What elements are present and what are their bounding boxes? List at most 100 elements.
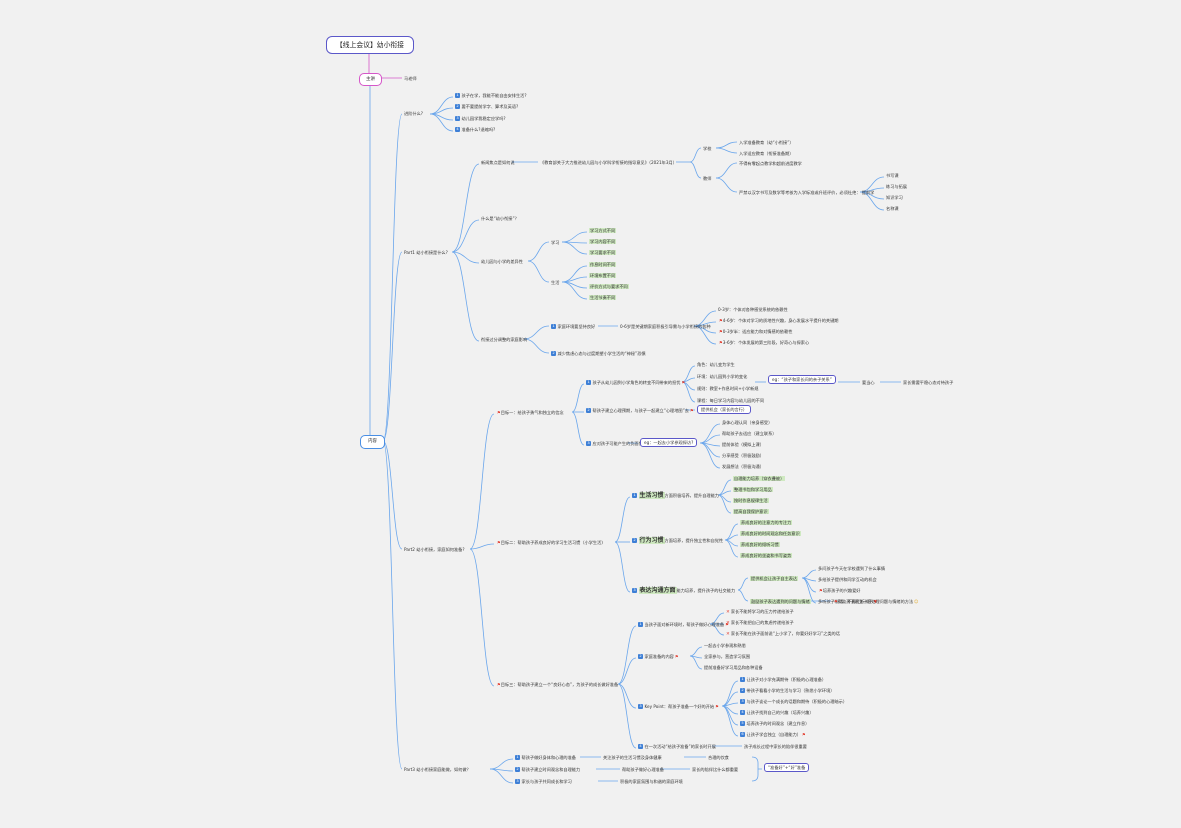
goal1-b-box[interactable]: 提供机会（家长的言行） [697, 405, 752, 414]
goal3-b-item: 提前准备好学习用品和各种设备 [704, 665, 763, 670]
part2-root[interactable]: Part2 幼小衔接，家庭如何准备? [404, 547, 465, 552]
goal1-a-box[interactable]: eg：“孩子和家长间的亲子关系” [768, 375, 836, 384]
goal1-c-box[interactable]: eg：一起去小学参观探访? [640, 438, 698, 447]
part3-mid: 关注孩子的生活习惯及身体健康 [603, 755, 662, 760]
content-node[interactable]: 内容 [360, 435, 385, 449]
connector [617, 657, 637, 685]
connector [451, 251, 480, 264]
connector [382, 440, 403, 770]
connector [717, 494, 732, 514]
goal3-b-item: 全家参与，营造学习氛围 [704, 654, 751, 659]
key-root[interactable]: 衔接过分调整的家庭影响 [481, 337, 528, 342]
part3-end: 合理的饮食 [708, 755, 729, 760]
connector [859, 191, 885, 211]
school-item: 入学准备教育（幼“小衔接”） [739, 140, 794, 145]
part1-root[interactable]: Part1 幼小衔接是什么? [404, 250, 448, 255]
life-item: 评价方式与要求不同 [589, 284, 629, 289]
key-detail-item: ⚑4-6岁：个体对学习的质地性兴趣，身心发展水平提升的关键期 [719, 318, 839, 323]
connector [801, 577, 817, 604]
habit-1-item: 整理书包和学习用品 [733, 487, 773, 492]
study-item: 学习方式不同 [589, 228, 617, 233]
study-item: 学习内容不同 [589, 239, 617, 244]
goal2-node[interactable]: ⚑目标二：帮助孩子养成良好的学习生活习惯（小学生活) [497, 540, 603, 545]
goal1-a-item: 环境：幼儿园到小学的变化 [697, 374, 748, 379]
connector [689, 655, 703, 670]
part3-summary-box[interactable]: “准备好”+“好”准备 [764, 763, 810, 772]
connector [451, 163, 480, 253]
habit-2-item: 养成良好的倾听习惯 [740, 542, 780, 547]
goal1-c-item: 身体心理认同（亲身感受） [722, 420, 773, 425]
connector [715, 177, 738, 193]
questions-root[interactable]: 进阶什么? [404, 111, 423, 116]
goal1-a-item: 规则：教室+作息时间+小学新规 [697, 386, 759, 391]
connector [382, 440, 403, 550]
goal3-b-item: 一起去小学参观和熟悉 [704, 643, 746, 648]
life-item: 环境布置不同 [589, 273, 617, 278]
connector [709, 623, 725, 636]
connector [699, 442, 721, 469]
connector [523, 325, 550, 340]
key-detail-item: ⚑0-3岁半：适应能力和对情感的依赖性 [719, 329, 793, 334]
connector [689, 161, 702, 179]
connector [382, 251, 403, 442]
news-root[interactable]: 新闻焦点是如何说 [481, 160, 515, 165]
teacher-sub: 名称课 [886, 206, 899, 211]
school-node[interactable]: 学校 [703, 146, 712, 151]
difference-node[interactable]: 幼儿园与小学的差异性 [481, 259, 523, 264]
habit-2-item: 养成良好的注意力的专注力 [740, 520, 793, 525]
connector [527, 260, 550, 283]
connector [429, 113, 454, 132]
host-node[interactable]: 主讲 [359, 73, 382, 86]
connector [681, 381, 696, 403]
habit-3-sub2-end: ⚑帮助孩子建立一套处理问题与情绪的方法☺ [834, 599, 919, 604]
teacher-sub: 练习与拓展 [886, 184, 907, 189]
school-item: 入学适应教育（衔接准备期） [739, 151, 794, 156]
life-item: 生活节奏不同 [589, 295, 617, 300]
habit-1-item: 自理能力培养（穿衣叠被） [733, 476, 786, 481]
connector [561, 241, 588, 255]
goal1-c-item: 分享感受（积极鼓励） [722, 453, 764, 458]
habit-1-item: 提高自我保护意识 [733, 509, 769, 514]
connector [469, 413, 495, 550]
goal1-node[interactable]: ⚑目标一：给孩子勇气和独立的信念 [497, 410, 564, 415]
study-node[interactable]: 学习 [551, 240, 560, 245]
goal3-a-item: ✕家长不能把自己的焦虑传递给孩子 [726, 620, 794, 626]
habit-3-sub1-item: 多听孩子说话，不要打断孩子♥ [818, 599, 878, 604]
habit-2-item: 养成良好的坐姿和书写姿势 [740, 553, 793, 558]
life-node[interactable]: 生活 [551, 280, 560, 285]
connector [715, 147, 738, 154]
teacher-node[interactable]: 教师 [703, 176, 712, 181]
habit-3-sub2[interactable]: 鼓励孩子表达遇到的问题与情绪 [750, 599, 811, 604]
part3-mid: 帮助孩子做好心理准备 [622, 767, 664, 772]
teacher-item: 严禁以汉字书写及数学等考核为入学标准或升班评价，必须杜绝： 提前学 [739, 190, 875, 195]
connector [451, 219, 480, 253]
connector [721, 680, 739, 707]
what-is-node[interactable]: 什么是“幼小衔接”？ [481, 216, 519, 221]
part3-root[interactable]: Part3 幼小衔接家庭能做，如何做？ [404, 767, 471, 772]
habit-3-sub1[interactable]: 提供机会让孩子自主表达 [750, 576, 799, 581]
goal3-node[interactable]: ⚑目标三：帮助孩子建立一个“良好心态”，为孩子的成长做好准备 [497, 682, 619, 687]
connector [382, 113, 403, 442]
part3-end: 家长的陪伴比什么都重要 [692, 767, 739, 772]
study-item: 学习要求不同 [589, 250, 617, 255]
